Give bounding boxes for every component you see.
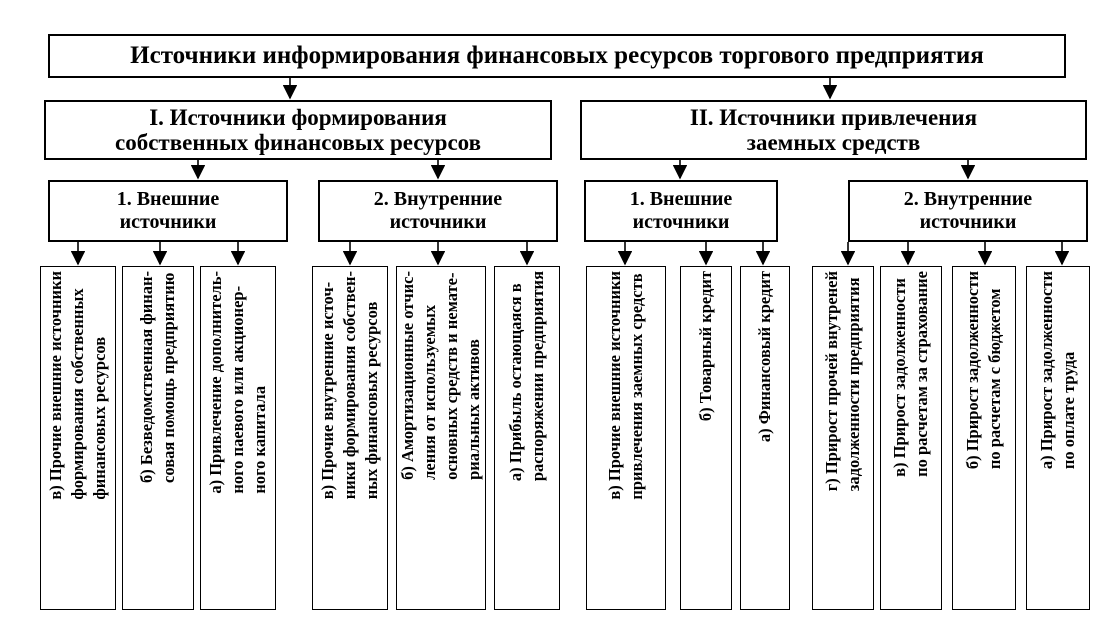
leaf-text: в) Прочие внутренние источ- ники формиро… [318,271,381,500]
group-borrowed-funds-box: II. Источники привлечения заемных средст… [580,100,1087,160]
leaf-borrowed-internal-other-debt: г) Прирост прочей внутреней задолженност… [812,266,874,610]
group-own-resources-box: I. Источники формирования собственных фи… [44,100,552,160]
leaf-text: а) Прибыль остающаяся в распоряжении пре… [506,271,547,482]
own-external-sources-box: 1. Внешние источники [48,180,288,242]
leaf-text: б) Безведомственная финан- совая помощь … [137,271,178,483]
borrowed-external-sources-box: 1. Внешние источники [584,180,778,242]
leaf-text: б) Прирост задолженности по расчетам с б… [963,271,1004,470]
leaf-text: в) Прирост задолженности по расчетам за … [890,271,931,477]
leaf-text: а) Прирост задолженности по оплате труда [1037,271,1078,470]
diagram-title: Источники информирования финансовых ресу… [48,34,1066,78]
leaf-borrowed-internal-budget-debt: б) Прирост задолженности по расчетам с б… [952,266,1016,610]
leaf-own-internal-other: в) Прочие внутренние источ- ники формиро… [312,266,388,610]
leaf-text: а) Финансовый кредит [755,271,774,443]
leaf-borrowed-external-financial-credit: а) Финансовый кредит [740,266,790,610]
leaf-borrowed-external-commodity-credit: б) Товарный кредит [680,266,732,610]
leaf-own-external-gratuitous-aid: б) Безведомственная финан- совая помощь … [122,266,194,610]
leaf-borrowed-external-other: в) Прочие внешние источники привлечения … [586,266,666,610]
leaf-own-external-other: в) Прочие внешние источники формирования… [40,266,116,610]
leaf-text: б) Товарный кредит [696,271,715,422]
leaf-own-external-share-capital: а) Привлечение дополнитель- ного паевого… [200,266,276,610]
leaf-text: а) Привлечение дополнитель- ного паевого… [206,271,269,494]
own-internal-sources-box: 2. Внутренние источники [318,180,558,242]
leaf-borrowed-internal-insurance-debt: в) Прирост задолженности по расчетам за … [880,266,942,610]
leaf-borrowed-internal-wage-debt: а) Прирост задолженности по оплате труда [1026,266,1090,610]
leaf-own-internal-retained-profit: а) Прибыль остающаяся в распоряжении пре… [494,266,560,610]
leaf-text: в) Прочие внешние источники формирования… [46,271,109,500]
leaf-text: б) Амортизационные отчис- ления от испол… [398,271,483,480]
leaf-text: в) Прочие внешние источники привлечения … [605,271,646,500]
leaf-own-internal-depreciation: б) Амортизационные отчис- ления от испол… [396,266,486,610]
borrowed-internal-sources-box: 2. Внутренние источники [848,180,1088,242]
leaf-text: г) Прирост прочей внутреней задолженност… [822,271,863,492]
